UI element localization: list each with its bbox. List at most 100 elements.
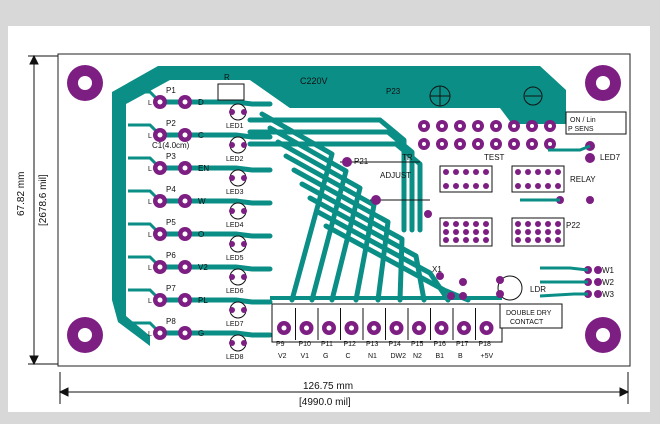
- connector-p-label: P9: [276, 341, 285, 348]
- led-pad: [241, 274, 247, 280]
- led-pad: [229, 241, 235, 247]
- diagonal-traces: [247, 111, 471, 303]
- pad-hole: [182, 165, 188, 171]
- pad-hole: [157, 198, 163, 204]
- voltage-label: C220V: [300, 76, 328, 86]
- connector-p-label: P17: [456, 341, 469, 348]
- row-led-label: LED6: [226, 288, 244, 295]
- pad-hole: [182, 330, 188, 336]
- connector-p-label: P11: [321, 341, 333, 348]
- ic-pin: [443, 183, 449, 189]
- row-trace: [157, 198, 273, 206]
- row-led-label: LED5: [226, 255, 244, 262]
- height-mm-label: 67.82 mm: [16, 172, 27, 216]
- bottom-connectors: P9V2P10V1P11GP12CP13N1P14DW2P15N2P16B1P1…: [276, 308, 494, 360]
- row-p-label: P7: [166, 284, 176, 293]
- ic-pin: [535, 169, 541, 175]
- led-pad: [229, 274, 235, 280]
- header-pin-hole: [476, 142, 480, 146]
- row-trace: [157, 132, 273, 140]
- ic-pin: [535, 221, 541, 227]
- dimension-height: [28, 54, 58, 366]
- header-pin-hole: [440, 142, 444, 146]
- relay-coil-outline: [523, 86, 543, 106]
- connector-pad-hole: [439, 325, 444, 331]
- row-code-label: G: [198, 329, 204, 338]
- ic-pin: [443, 229, 449, 235]
- bus-trace: [247, 129, 415, 233]
- connector-p-label: P12: [344, 341, 357, 348]
- ic-pin: [453, 183, 459, 189]
- led-pad: [241, 241, 247, 247]
- ic-pin: [545, 229, 551, 235]
- row-ldr-label: L: [148, 133, 152, 140]
- ic-pin: [555, 169, 561, 175]
- connector-net-label: N2: [413, 353, 422, 360]
- connector-net-label: B: [458, 353, 463, 360]
- connector-p-label: P14: [389, 341, 402, 348]
- ic-pin: [463, 183, 469, 189]
- row-code-label: W: [198, 197, 206, 206]
- bus-trace: [247, 141, 423, 233]
- pad-hole: [182, 99, 188, 105]
- connector-pad-hole: [349, 325, 354, 331]
- header-pin-hole: [458, 142, 462, 146]
- pad-hole: [182, 132, 188, 138]
- row-code-label: EN: [198, 164, 209, 173]
- ic-pin: [443, 169, 449, 175]
- header-pin-hole: [530, 142, 534, 146]
- ic-pin: [535, 229, 541, 235]
- ic-outline: [439, 217, 493, 247]
- ic-pin: [515, 221, 521, 227]
- led-pad: [229, 142, 235, 148]
- row-p-label: P2: [166, 119, 176, 128]
- diagonal-trace: [299, 181, 405, 303]
- dimension-width: [58, 372, 630, 404]
- pad-hole: [157, 165, 163, 171]
- row-trace: [157, 330, 273, 338]
- pad-hole: [157, 330, 163, 336]
- row-led-label: LED1: [226, 123, 244, 130]
- row-ldr-label: L: [148, 232, 152, 239]
- ic-pin: [453, 169, 459, 175]
- right-side-pads: [556, 141, 602, 298]
- ic-pin: [525, 183, 531, 189]
- ic-pin: [453, 229, 459, 235]
- ic-pin: [463, 221, 469, 227]
- ic-pin: [443, 221, 449, 227]
- row-code-label: O: [198, 230, 204, 239]
- row-code-label: V2: [198, 263, 208, 272]
- row-p-label: P5: [166, 218, 176, 227]
- connector-net-label: G: [323, 353, 328, 360]
- row-led-label: LED3: [226, 189, 244, 196]
- ic-outline: [511, 217, 565, 247]
- board-labels: C220V P23 C1(4.0cm) ON / Lin P SENS TR A…: [152, 73, 621, 326]
- led-pad: [241, 175, 247, 181]
- p21-label: P21: [354, 157, 369, 166]
- ic-pin: [473, 221, 479, 227]
- ic-pin: [515, 237, 521, 243]
- ic-socket-blocks: [439, 165, 565, 247]
- ic-pin: [453, 237, 459, 243]
- pad-hole: [182, 231, 188, 237]
- diagonal-trace: [275, 139, 363, 303]
- bus-trace: [247, 117, 407, 233]
- ic-pin: [473, 229, 479, 235]
- led-pad: [229, 175, 235, 181]
- ic-pin: [545, 237, 551, 243]
- led-pad: [229, 307, 235, 313]
- diagonal-trace: [259, 111, 335, 303]
- pad-hole: [157, 297, 163, 303]
- row-p-label: P6: [166, 251, 176, 260]
- pad-hole: [157, 231, 163, 237]
- ic-pin: [535, 237, 541, 243]
- ic-pin: [483, 237, 489, 243]
- row-trace: [157, 165, 273, 173]
- ic-pin: [515, 169, 521, 175]
- relay-label: RELAY: [570, 175, 596, 184]
- ic-pin: [555, 229, 561, 235]
- height-mil-label: [2678.6 mil]: [38, 174, 49, 226]
- connector-net-label: V2: [278, 353, 287, 360]
- led-pad: [241, 307, 247, 313]
- connector-pad-hole: [281, 325, 287, 331]
